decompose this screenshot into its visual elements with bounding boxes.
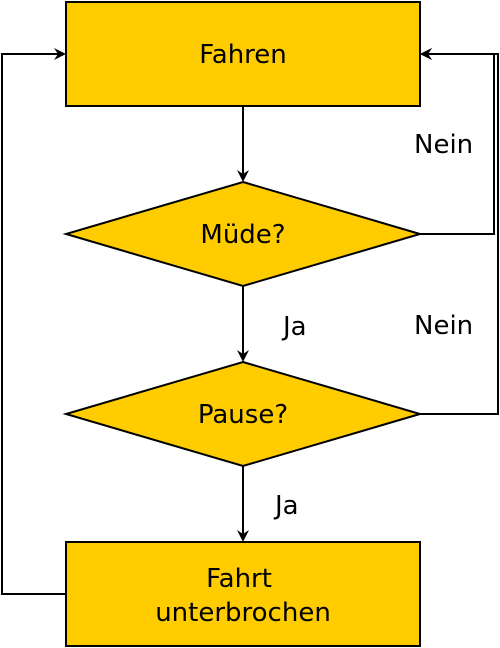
node-drive-box — [65, 1, 421, 107]
node-drive: Fahren — [65, 1, 421, 107]
edge-label-pause-no: Nein — [414, 311, 473, 341]
node-interrupted-label-line1: Fahrt — [206, 564, 272, 594]
node-interrupted: Fahrt unterbrochen — [65, 541, 421, 647]
node-tired-label: Müde? — [200, 220, 285, 250]
edge-interrupted-to-drive — [1, 48, 66, 595]
edge-label-tired-yes: Ja — [281, 312, 307, 342]
node-pause: Pause? — [62, 360, 424, 468]
node-pause-label: Pause? — [198, 400, 288, 430]
node-drive-label: Fahren — [199, 40, 287, 70]
edge-pause-no-to-drive — [420, 48, 499, 415]
node-interrupted-box — [65, 541, 421, 647]
edge-label-pause-yes: Ja — [273, 491, 299, 521]
edge-label-tired-no: Nein — [414, 130, 473, 160]
node-tired: Müde? — [62, 180, 424, 288]
node-interrupted-label-line2: unterbrochen — [155, 598, 331, 628]
